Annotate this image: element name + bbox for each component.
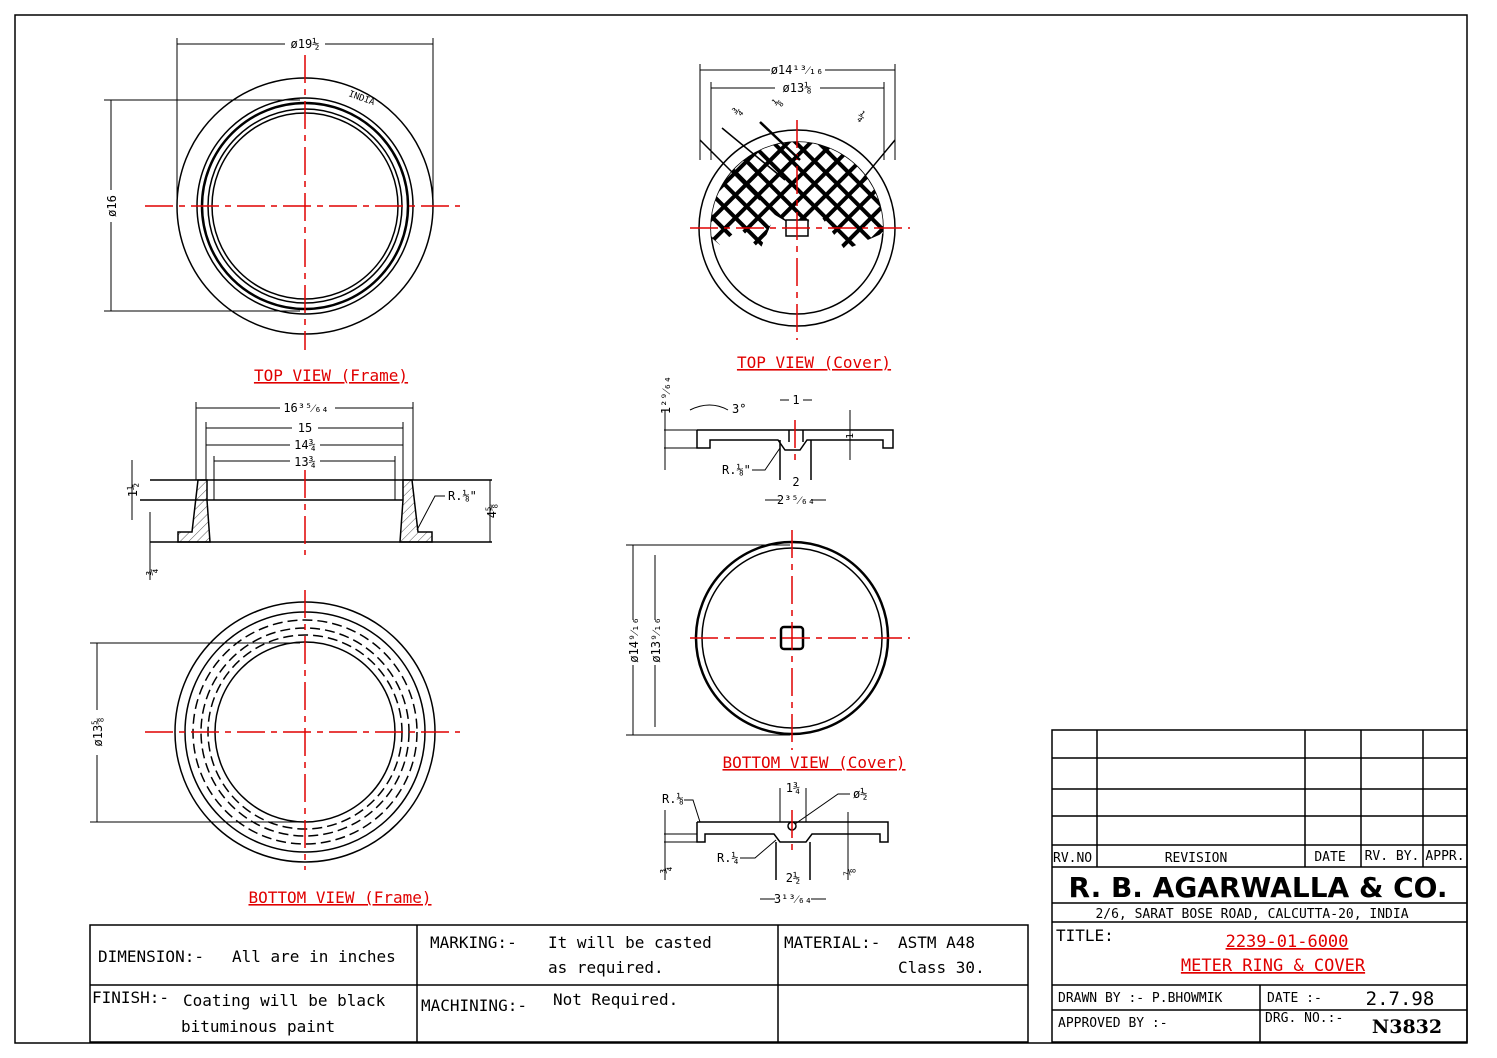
dim-bottom-frame: ø13⅝ [91,718,105,747]
finish-label: FINISH:- [92,988,169,1007]
dim-cover-top-depth: 1 [845,433,856,439]
section-frame: 16³⁵⁄₆₄ 15 14¾ 13¾ 1½ 4⅝ ¾ R.⅛" [126,401,499,580]
drg-no-label: DRG. NO.:- [1265,1011,1343,1026]
dim-top-frame-outer: ø19½ [291,37,320,51]
dim-top-cover-inner: ø13⅛ [783,81,812,95]
rev-header-date: DATE [1314,850,1345,865]
section-cover-top: 1²⁹⁄₆₄ 3° 1 1 R.⅛" 2 2³⁵⁄₆₄ [659,376,894,507]
title-block: RV.NO REVISION DATE RV. BY. APPR. R. B. … [1051,729,1468,1043]
rev-header-appr: APPR. [1425,849,1464,864]
drawn-by: DRAWN BY :- P.BHOWMIK [1058,991,1223,1006]
title-label: TITLE: [1056,926,1114,945]
dim-section-frame-w1: 16³⁵⁄₆₄ [283,401,328,415]
rev-header-no: RV.NO [1053,851,1092,866]
dim-bottom-cover-outer: ø14⁹⁄₁₆ [627,617,641,662]
dim-section-frame-w4: 13¾ [294,455,316,469]
marking-label: MARKING:- [430,933,517,952]
dim-cover-top-w1: 2 [792,475,799,489]
machining-label: MACHINING:- [421,996,527,1015]
dim-top-frame-inner: ø16 [105,195,119,217]
dimension-label: DIMENSION:- [98,947,204,966]
dim-section-frame-h3: ¾ [145,568,159,575]
radius-cover-top: R.⅛" [722,463,751,477]
company-address: 2/6, SARAT BOSE ROAD, CALCUTTA-20, INDIA [1095,907,1408,922]
dim-section-frame-h2: 4⅝ [485,504,499,518]
dim-top-cover-a: ¾ [730,104,745,119]
rev-header-revision: REVISION [1165,851,1228,866]
radius-section-frame: R.⅛" [448,489,477,503]
date-value: 2.7.98 [1366,988,1435,1010]
dim-cover-bottom-h2: ⅞ [843,868,857,875]
label-bottom-view-frame: BOTTOM VIEW (Frame) [248,888,431,907]
radius-cover-bottom-1: R.⅛ [662,792,684,806]
company-name: R. B. AGARWALLA & CO. [1068,871,1447,904]
dim-bottom-cover-inner: ø13⁹⁄₁₆ [649,617,663,662]
dim-cover-bottom-w2: 3¹³⁄₆₄ [774,892,812,906]
section-cover-bottom: ¾ ⅞ R.⅛ R.¼ 1¾ ø½ 2½ 3¹³⁄₆₄ [659,781,889,906]
dim-section-frame-w3: 14¾ [294,438,316,452]
dim-cover-top-slot: 1 [792,393,799,407]
title-code: 2239-01-6000 [1226,932,1349,952]
label-top-view-frame: TOP VIEW (Frame) [254,366,408,385]
material-value-1: ASTM A48 [898,933,975,952]
bottom-view-cover: ø14⁹⁄₁₆ ø13⁹⁄₁₆ BOTTOM VIEW (Cover) [626,530,910,772]
notes-table: DIMENSION:- All are in inches MARKING:- … [89,924,1029,1043]
rev-header-by: RV. BY. [1365,849,1420,864]
marking-india: INDIA [347,89,376,108]
label-top-view-cover: TOP VIEW (Cover) [737,353,891,372]
material-label: MATERIAL:- [784,933,880,952]
dim-cover-bottom-hole: ø½ [853,787,867,801]
top-view-frame: ø19½ ø16 INDIA TOP VIEW (Frame) [104,37,460,385]
approved-by: APPROVED BY :- [1058,1016,1168,1031]
dim-cover-bottom-slot: 1¾ [786,781,800,795]
dim-cover-bottom-h1: ¾ [659,866,673,873]
label-bottom-view-cover: BOTTOM VIEW (Cover) [722,753,905,772]
top-view-cover: ø14¹³⁄₁₆ ø13⅛ ¾ ⅛ ¼ TOP VIEW (Cover) [690,63,910,372]
dimension-value: All are in inches [232,947,396,966]
dim-cover-top-angle: 3° [732,402,746,416]
marking-value-1: It will be casted [548,933,712,952]
dim-top-cover-c: ¼ [854,109,869,124]
dim-cover-top-h: 1²⁹⁄₆₄ [659,376,673,414]
date-label: DATE :- [1267,991,1322,1006]
machining-value: Not Required. [553,990,678,1009]
dim-top-cover-b: ⅛ [770,95,785,110]
radius-cover-bottom-2: R.¼ [717,851,739,865]
dim-top-cover-outer: ø14¹³⁄₁₆ [771,63,824,77]
finish-value-1: Coating will be black [183,991,386,1010]
dim-section-frame-h1: 1½ [126,483,140,497]
dim-cover-bottom-w1: 2½ [786,871,800,885]
dim-cover-top-w2: 2³⁵⁄₆₄ [777,493,815,507]
sheet-border [14,14,1468,1044]
material-value-2: Class 30. [898,958,985,977]
marking-value-2: as required. [548,958,664,977]
finish-value-2: bituminous paint [181,1017,335,1036]
drg-no-value: N3832 [1372,1016,1442,1038]
bottom-view-frame: ø13⅝ BOTTOM VIEW (Frame) [90,590,460,907]
title-name: METER RING & COVER [1181,956,1366,976]
dim-section-frame-w2: 15 [298,421,312,435]
